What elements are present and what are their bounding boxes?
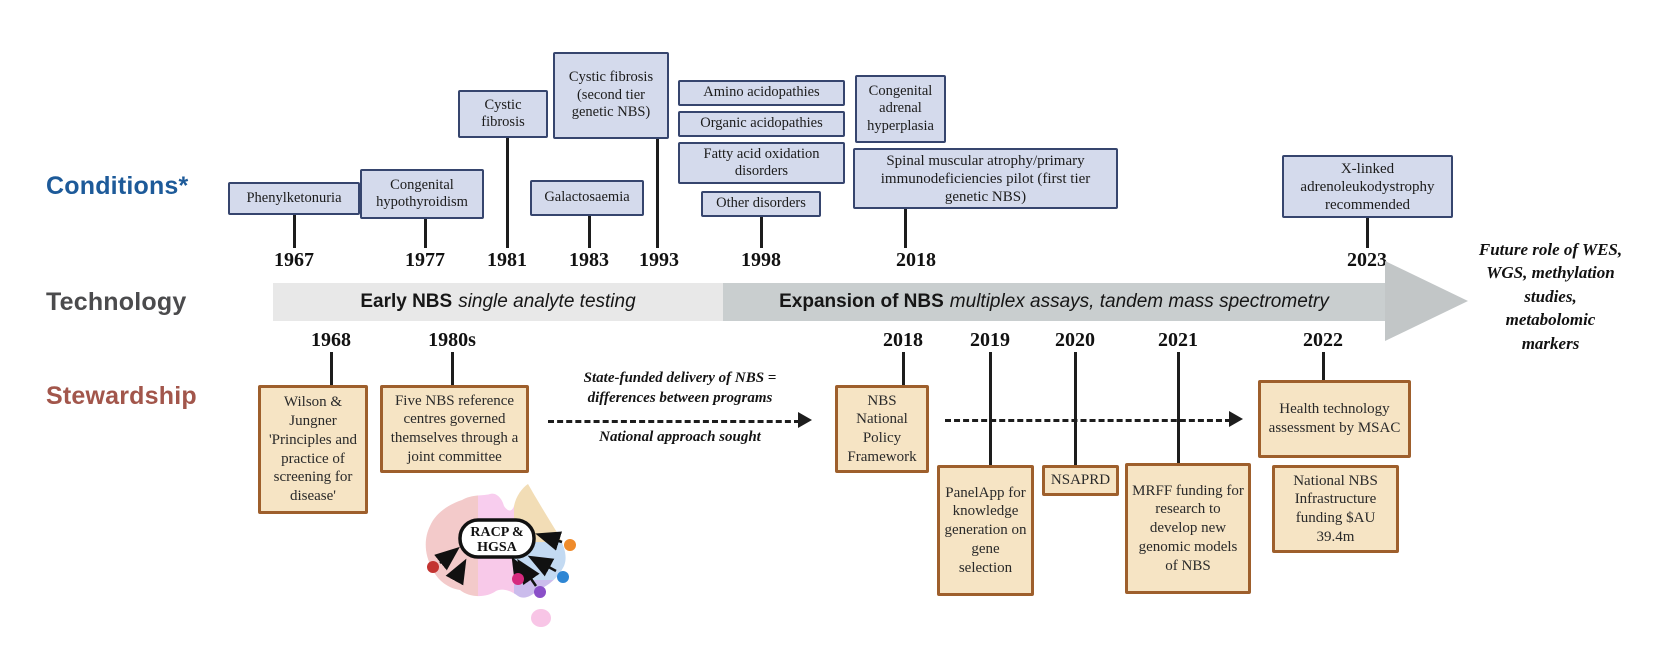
map-arrow <box>511 556 533 584</box>
dashed-arrowhead-icon <box>798 412 812 428</box>
condition-box-amino-acidopathies: Amino acidopathies <box>678 80 845 106</box>
era-early-bold-text: Early NBS <box>360 291 453 312</box>
racp-hgsa-label-line1: RACP & <box>470 525 523 540</box>
year-label-1980s: 1980s <box>428 329 476 351</box>
map-arrow <box>535 531 563 551</box>
year-label-1968: 1968 <box>311 329 351 351</box>
map-arrow <box>434 546 460 571</box>
stewardship-box-five-nbs-centres: Five NBS reference centres governed them… <box>380 385 529 473</box>
screening-centre-dot-red <box>427 561 439 573</box>
stewardship-box-infrastructure-funding: National NBS Infrastructure funding $AU … <box>1272 465 1399 553</box>
connector-line <box>1177 352 1180 463</box>
condition-box-sma-pilot: Spinal muscular atrophy/primary immunode… <box>853 148 1118 209</box>
era-expansion-italic-text: multiplex assays, tandem mass spectromet… <box>949 291 1329 312</box>
row-label-technology: Technology <box>46 288 187 316</box>
year-label-2018-stewardship: 2018 <box>883 329 923 351</box>
condition-box-cystic-fibrosis: Cystic fibrosis <box>458 90 548 138</box>
map-region-vic <box>514 580 566 598</box>
condition-box-congenital-adrenal-hyperplasia: Congenital adrenal hyperplasia <box>855 75 946 143</box>
screening-centre-dot-blue <box>557 571 569 583</box>
stewardship-box-nbs-policy-framework: NBS National Policy Framework <box>835 385 929 473</box>
era-expansion-segment: Expansion of NBS multiplex assays, tande… <box>723 283 1385 321</box>
year-label-2018-conditions: 2018 <box>896 249 936 271</box>
connector-line <box>1322 352 1325 380</box>
condition-box-x-linked-ald: X-linked adrenoleukodystrophy recommende… <box>1282 155 1453 218</box>
year-label-1993: 1993 <box>639 249 679 271</box>
racp-hgsa-label-line2: HGSA <box>477 540 518 555</box>
year-label-1977: 1977 <box>405 249 445 271</box>
year-label-2022: 2022 <box>1303 329 1343 351</box>
connector-line <box>293 215 296 248</box>
australia-map: RACP & HGSA <box>425 484 576 627</box>
row-label-stewardship: Stewardship <box>46 382 197 410</box>
condition-box-cystic-fibrosis-second-tier: Cystic fibrosis (second tier genetic NBS… <box>553 52 669 139</box>
map-region-wa <box>425 484 478 598</box>
screening-centre-dot-orange <box>564 539 576 551</box>
condition-box-fatty-acid-oxidation: Fatty acid oxidation disorders <box>678 142 845 184</box>
dashed-arrowhead-icon <box>1229 411 1243 427</box>
annotation-national-approach: National approach sought <box>599 429 761 445</box>
year-label-2021: 2021 <box>1158 329 1198 351</box>
connector-line <box>451 352 454 385</box>
dashed-arrow <box>548 420 800 423</box>
condition-box-congenital-hypothyroidism: Congenital hypothyroidism <box>360 169 484 219</box>
year-label-2023: 2023 <box>1347 249 1387 271</box>
era-early-italic-text: single analyte testing <box>458 291 636 312</box>
timeline-arrow-icon <box>1385 261 1468 341</box>
connector-line <box>760 217 763 248</box>
racp-hgsa-badge <box>458 518 536 559</box>
year-label-1967: 1967 <box>274 249 314 271</box>
connector-line <box>989 352 992 465</box>
connector-line <box>1366 218 1369 248</box>
stewardship-box-wilson-jungner: Wilson & Jungner 'Principles and practic… <box>258 385 368 514</box>
era-early-nbs-segment: Early NBS single analyte testing <box>273 283 723 321</box>
condition-box-organic-acidopathies: Organic acidopathies <box>678 111 845 137</box>
future-role-note: Future role of WES, WGS, methylation stu… <box>1478 240 1623 353</box>
annotation-state-funded: State-funded delivery of NBS = differenc… <box>583 370 777 406</box>
condition-box-phenylketonuria: Phenylketonuria <box>228 182 360 215</box>
year-label-1998: 1998 <box>741 249 781 271</box>
screening-centre-dot-magenta <box>512 573 524 585</box>
condition-box-galactosaemia: Galactosaemia <box>530 180 644 216</box>
era-expansion-bold-text: Expansion of NBS <box>779 291 944 312</box>
connector-line <box>1074 352 1077 465</box>
row-label-conditions: Conditions* <box>46 172 189 200</box>
connector-line <box>424 219 427 248</box>
year-label-1981: 1981 <box>487 249 527 271</box>
connector-line <box>588 216 591 248</box>
connector-line <box>656 139 659 248</box>
stewardship-box-panelapp: PanelApp for knowledge generation on gen… <box>937 465 1034 596</box>
connector-line <box>904 209 907 248</box>
stewardship-box-nsaprd: NSAPRD <box>1042 465 1119 496</box>
connector-line <box>902 352 905 385</box>
map-region-tas <box>531 609 551 627</box>
stewardship-box-msac-assessment: Health technology assessment by MSAC <box>1258 380 1411 458</box>
screening-centre-dot-purple <box>534 586 546 598</box>
year-label-1983: 1983 <box>569 249 609 271</box>
map-arrow <box>445 558 467 586</box>
year-label-2019: 2019 <box>970 329 1010 351</box>
condition-box-other-disorders: Other disorders <box>701 191 821 217</box>
year-label-2020: 2020 <box>1055 329 1095 351</box>
connector-line <box>506 138 509 248</box>
stewardship-box-mrff-funding: MRFF funding for research to develop new… <box>1125 463 1251 594</box>
connector-line <box>330 352 333 385</box>
dashed-arrow <box>945 419 1231 422</box>
